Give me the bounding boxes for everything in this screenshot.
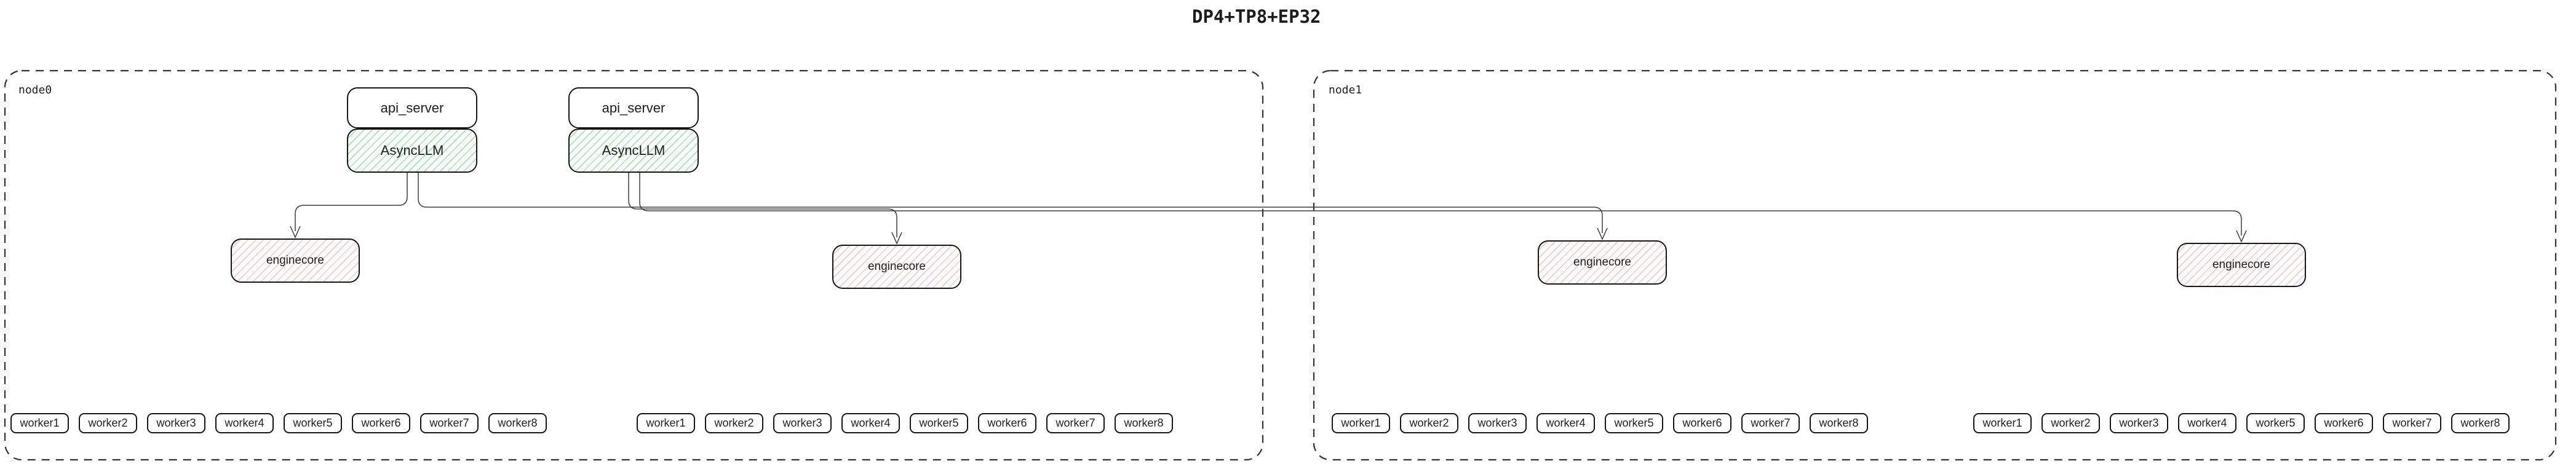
worker-box: worker1 [637, 413, 695, 433]
worker-box: worker3 [147, 413, 205, 433]
worker-box: worker7 [1046, 413, 1105, 433]
enginecore-box-0: enginecore [231, 238, 360, 283]
worker-box: worker2 [1400, 413, 1458, 433]
worker-box: worker3 [773, 413, 832, 433]
node0-boundary [4, 69, 1264, 461]
node0-label: node0 [18, 84, 52, 97]
enginecore-box-1: enginecore [832, 245, 961, 289]
arrowhead-icon [1597, 227, 1608, 240]
arrowhead-icon [2236, 230, 2247, 243]
worker-box: worker4 [2178, 413, 2236, 433]
edge-line-0 [295, 173, 408, 231]
worker-box: worker6 [1673, 413, 1731, 433]
edge-line-2 [628, 172, 897, 237]
edge-line-3 [639, 172, 2242, 235]
worker-box: worker8 [2451, 413, 2510, 433]
worker-box: worker1 [1332, 413, 1390, 433]
worker-box: worker5 [1605, 413, 1663, 433]
worker-box: worker3 [1468, 413, 1527, 433]
worker-box: worker4 [215, 413, 274, 433]
worker-box: worker8 [1115, 413, 1173, 433]
worker-box: worker6 [352, 413, 410, 433]
asyncllm-box-1: AsyncLLM [568, 128, 699, 173]
worker-box: worker2 [705, 413, 763, 433]
worker-box: worker5 [284, 413, 342, 433]
worker-box: worker8 [488, 413, 547, 433]
enginecore-box-3: enginecore [2177, 243, 2306, 287]
worker-box: worker2 [79, 413, 137, 433]
worker-box: worker1 [1973, 413, 2032, 433]
worker-box: worker1 [10, 413, 69, 433]
worker-box: worker2 [2041, 413, 2100, 433]
worker-box: worker8 [1810, 413, 1868, 433]
worker-box: worker6 [2315, 413, 2373, 433]
worker-box: worker5 [910, 413, 968, 433]
api-server-box-0: api_server [347, 87, 477, 128]
worker-box: worker4 [1536, 413, 1595, 433]
worker-box: worker4 [841, 413, 900, 433]
node1-label: node1 [1329, 84, 1362, 97]
asyncllm-box-0: AsyncLLM [347, 128, 477, 173]
worker-box: worker7 [1741, 413, 1800, 433]
enginecore-box-2: enginecore [1538, 240, 1667, 285]
asyncllm-to-enginecore-edges [290, 172, 2247, 245]
diagram-title: DP4+TP8+EP32 [1192, 6, 1321, 27]
worker-box: worker3 [2110, 413, 2168, 433]
worker-box: worker6 [978, 413, 1036, 433]
edge-line-1 [418, 173, 1603, 233]
arrowhead-icon [891, 232, 902, 245]
worker-box: worker7 [2383, 413, 2441, 433]
arrowhead-icon [290, 226, 301, 238]
worker-box: worker5 [2246, 413, 2305, 433]
worker-box: worker7 [420, 413, 479, 433]
api-server-box-1: api_server [568, 87, 699, 128]
node1-boundary [1313, 69, 2557, 461]
